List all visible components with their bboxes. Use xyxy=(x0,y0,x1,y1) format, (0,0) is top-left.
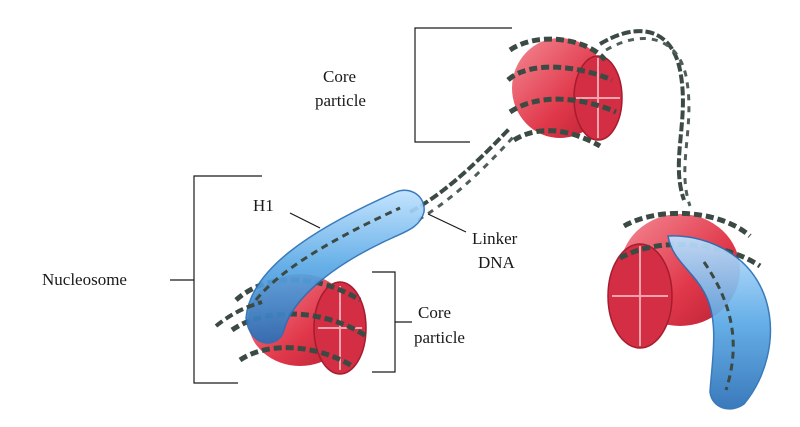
core-particle-top-label-line2: particle xyxy=(315,91,366,110)
nucleosome-right xyxy=(607,210,772,410)
core-particle-bottom-label-line1: Core xyxy=(418,303,451,322)
linker-dna xyxy=(409,29,692,222)
core-particle-top-bracket xyxy=(414,27,512,143)
linker-dna-label-line2: DNA xyxy=(478,253,516,272)
core-particle-bottom-bracket xyxy=(372,271,412,373)
core-particle-top xyxy=(506,36,623,149)
core-particle-top-label-line1: Core xyxy=(323,67,356,86)
core-particle-bottom xyxy=(230,274,368,375)
linker-leader xyxy=(427,213,467,233)
h1-histone xyxy=(214,189,425,344)
core-particle-bottom-label-line2: particle xyxy=(414,328,465,347)
linker-dna-label-line1: Linker xyxy=(472,229,518,248)
h1-label: H1 xyxy=(253,196,274,215)
h1-leader xyxy=(289,212,321,229)
nucleosome-label: Nucleosome xyxy=(42,270,127,289)
